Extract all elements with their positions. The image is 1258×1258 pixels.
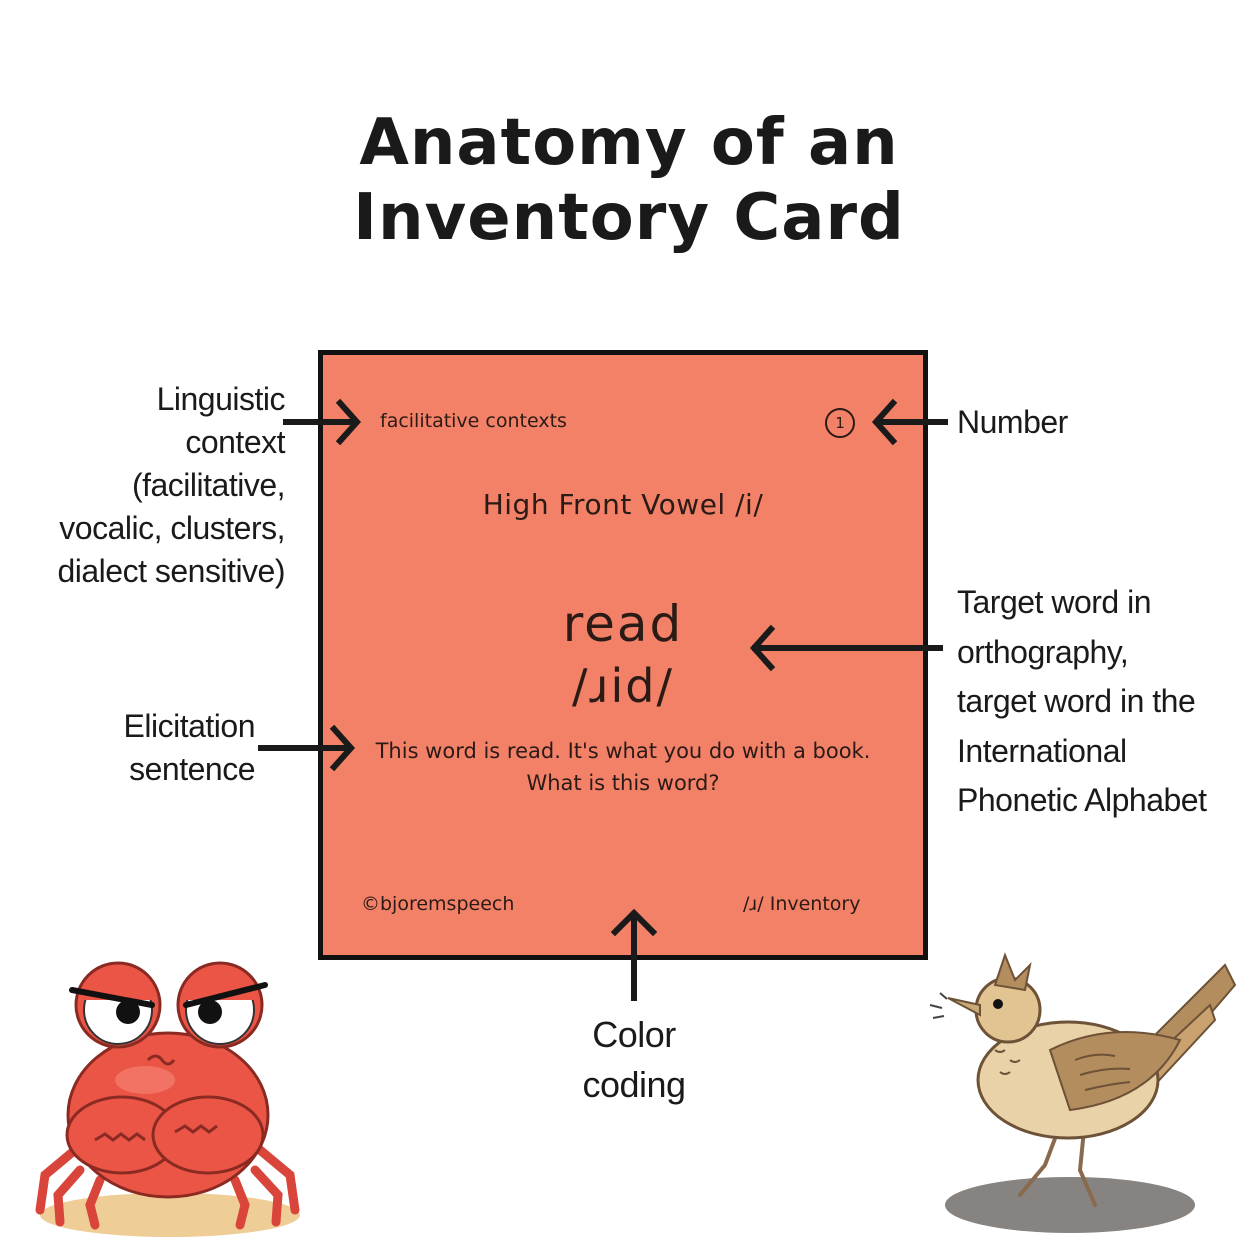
title-line-2: Inventory Card xyxy=(353,181,905,255)
label-elicitation-line: Elicitation xyxy=(123,708,256,744)
label-linguistic-line: dialect sensitive) xyxy=(57,553,285,589)
label-target-line: orthography, xyxy=(957,633,1129,670)
label-linguistic-context: Linguistic context (facilitative, vocali… xyxy=(40,378,285,593)
label-color-line: Color xyxy=(592,1014,676,1055)
target-word: read xyxy=(562,595,684,653)
sentence-line-2: What is this word? xyxy=(526,771,720,795)
label-target-line: Phonetic Alphabet xyxy=(957,782,1207,818)
label-target-line: target word in the xyxy=(957,683,1196,719)
card-context-label: facilitative contexts xyxy=(380,410,567,432)
label-elicitation-sentence: Elicitation sentence xyxy=(60,705,256,791)
target-word-ipa: /ɹid/ xyxy=(571,659,675,713)
label-color-line: coding xyxy=(582,1064,686,1105)
arrow-elicitation-sentence xyxy=(258,724,356,772)
label-target-line: International xyxy=(957,732,1127,769)
label-linguistic-line: context xyxy=(185,424,285,460)
inventory-card: facilitative contexts 1 High Front Vowel… xyxy=(318,350,928,960)
card-copyright: ©bjoremspeech xyxy=(361,893,515,915)
label-color-coding: Color coding xyxy=(534,1010,734,1110)
card-number-badge: 1 xyxy=(825,408,855,438)
label-linguistic-line: vocalic, clusters, xyxy=(59,510,285,546)
sentence-line-1: This word is read. It's what you do with… xyxy=(375,739,871,763)
label-target-word: Target word in orthography, target word … xyxy=(957,578,1207,826)
crab-illustration xyxy=(35,961,300,1237)
elicitation-sentence: This word is read. It's what you do with… xyxy=(343,735,903,799)
bird-illustration xyxy=(929,952,1237,1233)
label-target-line: Target word in xyxy=(957,584,1151,620)
label-linguistic-line: Linguistic xyxy=(156,381,286,417)
label-number: Number xyxy=(957,404,1068,440)
arrow-number xyxy=(871,398,948,446)
page-title: Anatomy of an Inventory Card xyxy=(0,106,1258,256)
card-inventory-label: /ɹ/ Inventory xyxy=(743,893,861,915)
label-linguistic-line: (facilitative, xyxy=(131,467,286,503)
label-elicitation-line: sentence xyxy=(129,751,255,787)
title-line-1: Anatomy of an xyxy=(359,106,899,180)
arrow-color-coding xyxy=(610,908,658,1001)
arrow-linguistic-context xyxy=(283,398,362,446)
arrow-target-word xyxy=(749,624,943,672)
card-heading: High Front Vowel /i/ xyxy=(482,488,764,521)
